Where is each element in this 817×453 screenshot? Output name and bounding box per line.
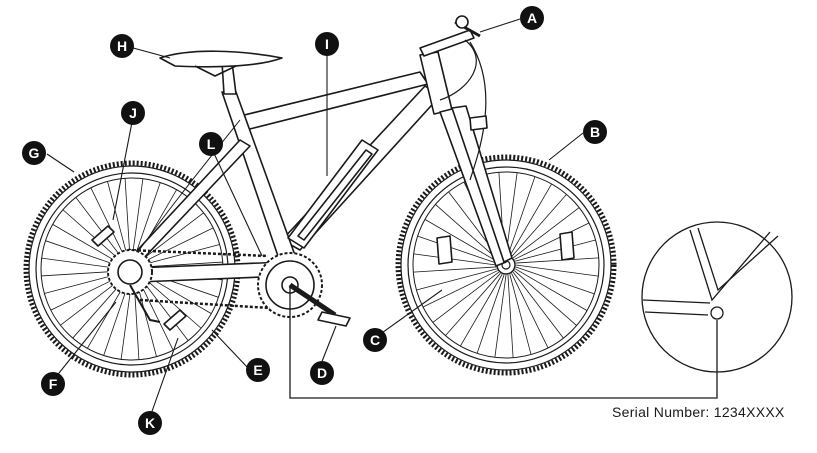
spoke bbox=[508, 275, 513, 358]
callout-letter: D bbox=[317, 365, 327, 381]
spoke bbox=[516, 267, 595, 294]
spoke bbox=[515, 240, 595, 261]
callout-letter: L bbox=[207, 136, 216, 152]
callout-letter: E bbox=[253, 362, 262, 378]
callout-letter: G bbox=[29, 145, 40, 161]
spoke bbox=[508, 177, 535, 256]
spoke bbox=[125, 178, 130, 259]
spoke bbox=[515, 269, 587, 311]
spoke bbox=[414, 254, 496, 265]
callout-e: E bbox=[246, 358, 270, 382]
spoke bbox=[416, 269, 496, 290]
callout-d: D bbox=[310, 361, 334, 385]
callout-k: K bbox=[138, 411, 162, 435]
callout-l: L bbox=[199, 132, 223, 156]
callout-letter: J bbox=[129, 105, 137, 121]
callout-letter: H bbox=[117, 38, 127, 54]
callout-j: J bbox=[121, 101, 145, 125]
callout-h: H bbox=[110, 34, 134, 58]
spoke bbox=[510, 274, 531, 354]
callout-a: A bbox=[520, 6, 544, 30]
callout-letter: B bbox=[590, 124, 600, 140]
spoke bbox=[516, 265, 598, 276]
callout-b: B bbox=[583, 120, 607, 144]
spoke bbox=[477, 275, 504, 354]
callout-f: F bbox=[41, 372, 65, 396]
front-wheel bbox=[398, 157, 614, 373]
spoke bbox=[495, 275, 506, 357]
callout-i: I bbox=[315, 32, 339, 56]
frame bbox=[92, 16, 574, 330]
spoke bbox=[460, 274, 502, 346]
callout-letter: K bbox=[145, 415, 155, 431]
callout-c: C bbox=[363, 328, 387, 352]
callout-letter: C bbox=[370, 332, 380, 348]
spoke bbox=[510, 184, 552, 256]
serial-number-label: Serial Number: 1234XXXX bbox=[612, 404, 785, 420]
callout-letter: I bbox=[325, 36, 329, 52]
spoke bbox=[418, 236, 497, 263]
callout-letter: F bbox=[49, 376, 58, 392]
spoke bbox=[516, 258, 599, 263]
callout-letter: A bbox=[527, 10, 537, 26]
callout-g: G bbox=[22, 141, 46, 165]
serial-number-callout bbox=[290, 222, 792, 398]
spoke bbox=[413, 267, 496, 272]
